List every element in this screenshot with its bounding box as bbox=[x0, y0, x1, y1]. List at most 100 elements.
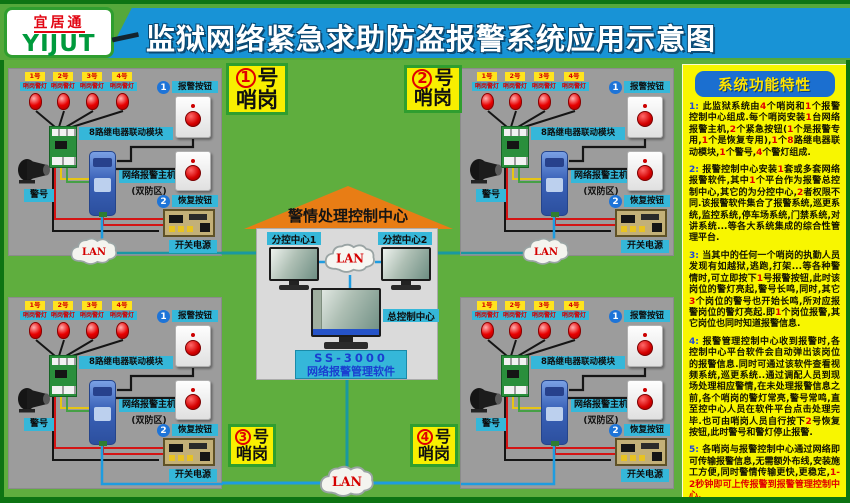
alarm-host-sublabel: (双防区) bbox=[583, 187, 619, 197]
alarm-light-icon bbox=[115, 322, 129, 339]
feature-paragraph-1: 1: 此监狱系统由4个哨岗和1个报警控制中心组成.每个哨岗安装1台网络报警主机,… bbox=[689, 102, 840, 159]
siren-label: 警号 bbox=[24, 418, 54, 431]
svg-text:LAN: LAN bbox=[82, 247, 106, 258]
sub-center-2-label: 分控中心2 bbox=[378, 232, 432, 246]
software-name: 网络报警管理软件 bbox=[307, 365, 395, 378]
power-supply-label: 开关电源 bbox=[621, 240, 669, 253]
header-blue-band bbox=[106, 8, 850, 58]
relay-module-board bbox=[49, 126, 77, 168]
alarm-emergency-button bbox=[627, 96, 663, 138]
warning-light-4: 4号 哨岗警灯 bbox=[559, 301, 589, 339]
software-nameplate: SS-3000 网络报警管理软件 bbox=[295, 350, 407, 379]
light-caption-label: 哨岗警灯 bbox=[559, 82, 589, 91]
alarm-host-label: 网络报警主机 bbox=[119, 170, 179, 183]
alarm-light-icon bbox=[508, 93, 522, 110]
alarm-host-label: 网络报警主机 bbox=[571, 170, 631, 183]
alarm-host-device bbox=[541, 151, 568, 217]
siren-label: 警号 bbox=[476, 418, 506, 431]
frame-edge bbox=[0, 497, 850, 503]
warning-light-3: 3号 哨岗警灯 bbox=[529, 72, 559, 110]
warning-light-1: 1号 哨岗警灯 bbox=[472, 301, 502, 339]
relay-module-label: 8路继电器联动模块 bbox=[79, 356, 173, 369]
control-center-house: 警情处理控制中心 分控中心1 分控中心2 LAN 总控 bbox=[240, 184, 456, 380]
alarm-host-device bbox=[89, 380, 116, 446]
light-number-label: 2号 bbox=[505, 72, 525, 81]
warning-light-2: 2号 哨岗警灯 bbox=[48, 301, 78, 339]
warning-light-1: 1号 哨岗警灯 bbox=[472, 72, 502, 110]
alarm-emergency-button bbox=[175, 325, 211, 367]
number-2-circle-icon: 2 bbox=[157, 424, 170, 437]
lan-cloud: LAN bbox=[522, 237, 570, 265]
alarm-light-icon bbox=[567, 93, 581, 110]
restore-button-label: 恢复按钮 bbox=[624, 424, 670, 436]
paragraph-number: 3: bbox=[689, 250, 699, 261]
feature-paragraph-2: 2: 报警控制中心安装1套或多套网络报警软件,其中1个平台作为报警总控制中心,其… bbox=[689, 165, 840, 245]
frame-edge bbox=[0, 57, 4, 503]
restore-button-label: 恢复按钮 bbox=[624, 195, 670, 207]
light-number-label: 4号 bbox=[112, 301, 132, 310]
light-caption-label: 哨岗警灯 bbox=[107, 311, 137, 320]
warning-light-2: 2号 哨岗警灯 bbox=[500, 72, 530, 110]
light-number-label: 1号 bbox=[477, 72, 497, 81]
badge-word: 号 bbox=[252, 426, 269, 446]
alarm-button-label: 报警按钮 bbox=[172, 310, 218, 322]
light-caption-label: 哨岗警灯 bbox=[472, 82, 502, 91]
house-body: 分控中心1 分控中心2 LAN 总控制中心 SS-3000 网络报警管理软件 bbox=[256, 228, 439, 380]
main-center-monitor bbox=[311, 288, 381, 352]
power-supply-board bbox=[615, 438, 667, 466]
light-caption-label: 哨岗警灯 bbox=[48, 311, 78, 320]
station-panel-2: 1号 哨岗警灯 2号 哨岗警灯 3号 哨岗警灯 4号 哨岗警灯 8路继电器联动模… bbox=[460, 68, 674, 265]
badge-word: 号 bbox=[257, 65, 279, 90]
light-number-label: 1号 bbox=[25, 301, 45, 310]
light-number-label: 3号 bbox=[534, 72, 554, 81]
warning-light-4: 4号 哨岗警灯 bbox=[107, 301, 137, 339]
alarm-light-icon bbox=[480, 93, 494, 110]
alarm-light-icon bbox=[508, 322, 522, 339]
lan-cloud-bottom: LAN bbox=[319, 465, 374, 497]
siren-icon bbox=[470, 159, 502, 184]
svg-text:LAN: LAN bbox=[534, 247, 558, 258]
alarm-light-icon bbox=[85, 93, 99, 110]
paragraph-number: 5: bbox=[689, 445, 699, 456]
warning-light-3: 3号 哨岗警灯 bbox=[77, 72, 107, 110]
badge-number: 4 bbox=[416, 429, 433, 446]
warning-light-2: 2号 哨岗警灯 bbox=[48, 72, 78, 110]
number-2-circle-icon: 2 bbox=[157, 195, 170, 208]
paragraph-number: 1: bbox=[689, 102, 699, 112]
alarm-host-device bbox=[541, 380, 568, 446]
paragraph-text-red: 1-2秒钟即可上传报警到报警管理控制中心. bbox=[689, 468, 840, 500]
paragraph-text: 报警管理控制中心收到报警时,各控制中心平台软件会自动弹出该岗位的报警信息.同时可… bbox=[689, 336, 841, 438]
system-features-panel: 系统功能特性 1: 此监狱系统由4个哨岗和1个报警控制中心组成.每个哨岗安装1台… bbox=[682, 64, 847, 500]
house-roof bbox=[244, 186, 453, 229]
main-center-label: 总控制中心 bbox=[383, 309, 439, 323]
station-panel-3: 1号 哨岗警灯 2号 哨岗警灯 3号 哨岗警灯 4号 哨岗警灯 8路继电器联动模… bbox=[8, 297, 223, 489]
relay-module-label: 8路继电器联动模块 bbox=[531, 127, 625, 140]
power-supply-board bbox=[163, 438, 215, 466]
alarm-light-icon bbox=[28, 322, 42, 339]
sub-center-1-label: 分控中心1 bbox=[267, 232, 321, 246]
alarm-host-sublabel: (双防区) bbox=[131, 187, 167, 197]
relay-module-board bbox=[49, 355, 77, 397]
lan-cloud: LAN bbox=[70, 237, 118, 265]
badge-number: 2 bbox=[412, 69, 433, 90]
alarm-light-icon bbox=[56, 93, 70, 110]
paragraph-number: 2: bbox=[689, 165, 699, 176]
feature-paragraph-5: 5: 各哨岗与报警控制中心通过网络即可传输报警信息,无需额外布线,安装施工方便,… bbox=[689, 445, 840, 500]
light-number-label: 3号 bbox=[82, 72, 102, 81]
siren-icon bbox=[470, 388, 502, 413]
paragraph-number: 4: bbox=[689, 336, 699, 347]
sub-center-monitor-1 bbox=[269, 247, 319, 293]
software-model: SS-3000 bbox=[314, 351, 388, 365]
alarm-host-label: 网络报警主机 bbox=[119, 399, 179, 412]
control-center-title: 警情处理控制中心 bbox=[287, 207, 408, 225]
power-supply-board bbox=[615, 209, 667, 237]
restore-emergency-button bbox=[175, 380, 211, 420]
restore-button-label: 恢复按钮 bbox=[172, 424, 218, 436]
sub-center-monitor-2 bbox=[381, 247, 431, 293]
light-number-label: 2号 bbox=[53, 72, 73, 81]
light-caption-label: 哨岗警灯 bbox=[77, 311, 107, 320]
restore-emergency-button bbox=[175, 151, 211, 191]
brand-name-english: YIJUT bbox=[22, 31, 96, 58]
light-caption-label: 哨岗警灯 bbox=[500, 82, 530, 91]
